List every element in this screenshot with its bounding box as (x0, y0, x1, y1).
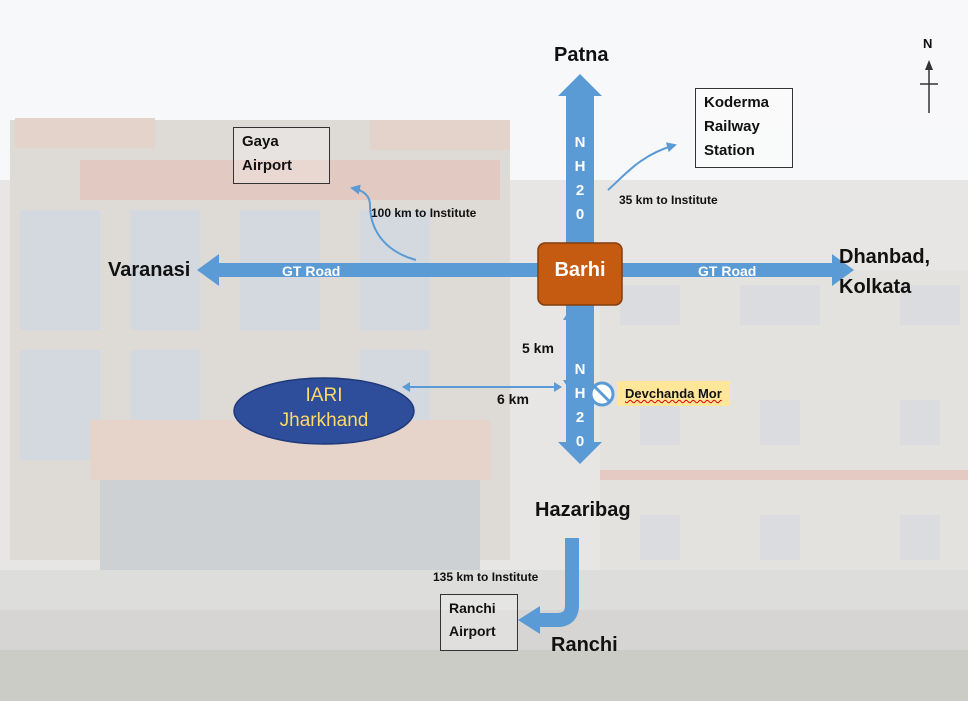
institute-line1: IARI (305, 385, 343, 406)
gaya-airport-box: Gaya Airport (233, 127, 330, 184)
place-hazaribag: Hazaribag (535, 499, 631, 521)
gaya-airport-line2: Airport (242, 157, 292, 174)
koderma-line3: Station (704, 142, 755, 159)
ranchi-airport-line2: Airport (449, 623, 496, 639)
distance-5km-label: 5 km (522, 340, 554, 356)
place-kolkata: Kolkata (839, 276, 912, 298)
nh20-lower-letter: 2 (575, 409, 585, 426)
nh20-upper-letter: N (574, 134, 586, 151)
place-dhanbad: Dhanbad, (839, 246, 931, 268)
devchanda-mor-label: Devchanda Mor (617, 381, 730, 406)
koderma-distance-label: 35 km to Institute (619, 193, 718, 207)
place-patna: Patna (554, 44, 609, 66)
gt-road-label-east: GT Road (698, 263, 757, 279)
place-ranchi: Ranchi (551, 634, 618, 656)
barhi-center-box (537, 242, 623, 306)
gaya-route-arrow (350, 184, 417, 261)
distance-5km-arrow-top (563, 312, 573, 320)
ranchi-airport-box: Ranchi Airport (440, 594, 518, 651)
distance-6km-arrow-left (402, 382, 410, 392)
nh20-upper-letter: H (574, 158, 586, 175)
barhi-label: Barhi (554, 259, 606, 281)
north-arrow-icon (920, 60, 938, 113)
nh20-upper-letter: 0 (575, 206, 585, 223)
nh20-lower-letter: N (574, 361, 586, 378)
institute-label: IARI Jharkhand (234, 383, 414, 433)
koderma-line2: Railway (704, 118, 760, 135)
koderma-line1: Koderma (704, 94, 770, 111)
gt-road-label-west: GT Road (282, 263, 341, 279)
no-entry-icon (589, 381, 615, 407)
compass-n-label: N (923, 36, 933, 51)
distance-6km-label: 6 km (497, 391, 529, 407)
ranchi-route-arrow (536, 538, 579, 627)
place-varanasi: Varanasi (108, 259, 191, 281)
gaya-distance-label: 100 km to Institute (371, 206, 477, 220)
ranchi-airport-line1: Ranchi (449, 600, 496, 616)
ranchi-distance-label: 135 km to Institute (433, 570, 539, 584)
gaya-airport-line1: Gaya (242, 133, 279, 150)
koderma-route-arrow (607, 142, 677, 191)
koderma-station-box: Koderma Railway Station (695, 88, 793, 168)
distance-5km-arrow-bottom (563, 380, 573, 388)
gt-road-arrow (197, 254, 854, 286)
institute-line2: Jharkhand (279, 410, 369, 431)
institute-ellipse (233, 377, 415, 445)
nh20-lower-letter: H (574, 385, 586, 402)
nh20-upper-letter: 2 (575, 182, 585, 199)
distance-6km-arrow-right (554, 382, 562, 392)
nh20-lower-letter: 0 (575, 433, 585, 450)
ranchi-route-arrowhead (518, 606, 540, 634)
